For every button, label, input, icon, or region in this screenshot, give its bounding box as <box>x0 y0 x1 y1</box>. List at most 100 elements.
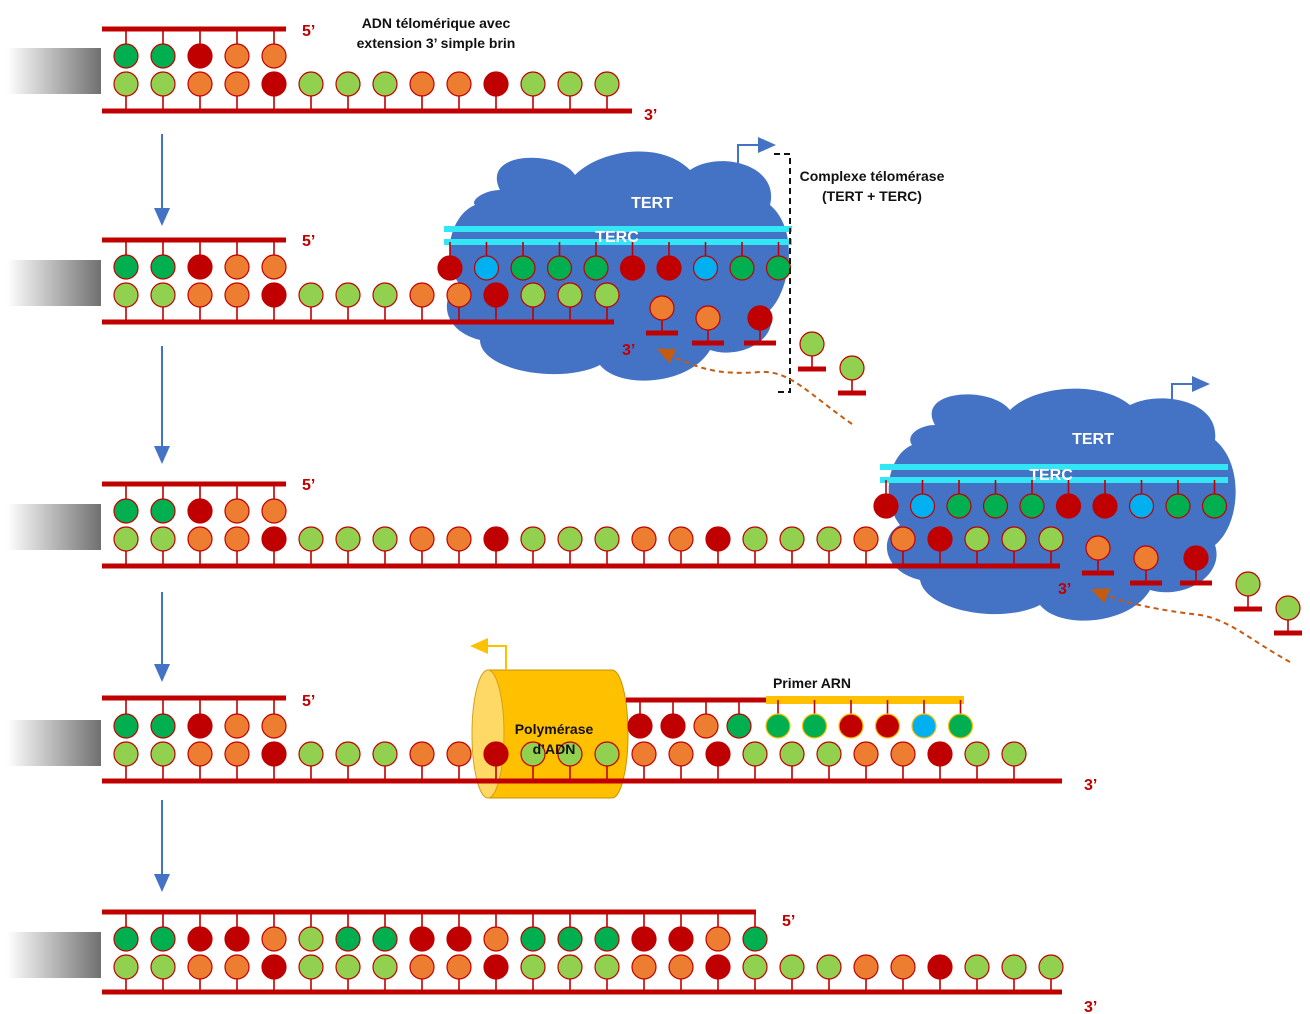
bottom-row-1-nucleotide <box>483 71 509 97</box>
top-row-5-nucleotide <box>261 926 287 952</box>
top-row-5-nucleotide <box>742 926 768 952</box>
free-base-3 <box>1274 630 1302 636</box>
bottom-row-3-nucleotide <box>927 526 953 552</box>
top-row-5-nucleotide <box>520 926 546 952</box>
terc-row-2-nucleotide <box>765 255 792 281</box>
chromosome-end-4 <box>7 720 101 766</box>
bottom-row-4-nucleotide <box>964 741 990 767</box>
primer-nucleotide <box>911 713 937 739</box>
top-strand-1 <box>102 26 286 32</box>
three-prime-5: 3’ <box>1084 999 1097 1014</box>
top-row-5-nucleotide <box>335 926 361 952</box>
primer-nucleotide <box>874 713 901 739</box>
bottom-row-1-nucleotide <box>224 71 250 97</box>
bottom-row-3-nucleotide <box>557 526 583 552</box>
bottom-row-5-nucleotide <box>742 954 768 980</box>
bottom-row-5-nucleotide <box>261 954 287 980</box>
three-prime-1: 3’ <box>644 107 657 124</box>
bottom-row-2-nucleotide <box>113 282 139 308</box>
incoming-nucleotide-3 <box>1085 535 1111 561</box>
dna-strands-layer <box>102 26 1302 995</box>
bottom-row-4-nucleotide <box>409 741 435 767</box>
bottom-row-3-nucleotide <box>779 526 805 552</box>
bottom-row-5-nucleotide <box>594 954 620 980</box>
incoming-nucleotide-2 <box>747 305 773 331</box>
tert-label-1: TERT <box>631 195 673 212</box>
terc-row-3-nucleotide <box>873 493 899 519</box>
top-strand-5 <box>102 909 756 915</box>
bottom-row-3-nucleotide <box>705 526 731 552</box>
bottom-row-3-nucleotide <box>372 526 398 552</box>
top-row-4-nucleotide <box>187 713 213 739</box>
top-row-4-nucleotide <box>150 713 176 739</box>
chromosome-end-3 <box>7 504 101 550</box>
bottom-row-4-nucleotide <box>335 741 361 767</box>
bottom-row-1-nucleotide <box>372 71 398 97</box>
five-prime-3: 5’ <box>302 477 315 494</box>
bottom-row-4-nucleotide <box>668 741 694 767</box>
top-row-5-nucleotide <box>150 926 176 952</box>
top-row-3-nucleotide <box>187 498 213 524</box>
top-row-5-nucleotide <box>705 926 731 952</box>
bottom-row-4-nucleotide <box>927 741 953 767</box>
top-row-5-nucleotide <box>409 926 435 952</box>
bottom-row-1-nucleotide <box>298 71 324 97</box>
top-row-5-nucleotide <box>187 926 213 952</box>
top-row-1-nucleotide <box>261 43 287 69</box>
bottom-row-4-nucleotide <box>446 741 472 767</box>
bottom-strand-2 <box>102 319 614 325</box>
incoming-base-2 <box>744 340 776 346</box>
top-row-5-nucleotide <box>557 926 583 952</box>
primer-nucleotide <box>765 713 791 739</box>
three-prime-3: 3’ <box>1058 581 1071 598</box>
top-row-4-nucleotide <box>113 713 139 739</box>
bottom-row-3-nucleotide <box>816 526 842 552</box>
top-row-5-nucleotide <box>113 926 139 952</box>
bottom-row-3-nucleotide <box>224 526 250 552</box>
terc-row-3-nucleotide <box>946 493 972 519</box>
five-prime-1: 5’ <box>302 23 315 40</box>
incoming-nucleotide-2 <box>695 305 721 331</box>
bottom-row-1-nucleotide <box>150 71 176 97</box>
primer-nucleotide <box>947 713 974 739</box>
bottom-strand-3 <box>102 563 1060 569</box>
terc-bar-3b <box>880 477 1228 483</box>
bottom-row-5-nucleotide <box>409 954 435 980</box>
new-top-row-4-nucleotide <box>726 713 752 739</box>
bottom-row-3-nucleotide <box>446 526 472 552</box>
primer-nucleotide <box>801 713 828 739</box>
bottom-row-5-nucleotide <box>113 954 139 980</box>
polymerase-direction-arrow <box>470 638 507 670</box>
terc-row-3-nucleotide <box>982 493 1009 519</box>
bottom-row-5-nucleotide <box>631 954 657 980</box>
bottom-row-4-nucleotide <box>483 741 509 767</box>
terc-row-3-nucleotide <box>1165 493 1191 519</box>
bottom-row-3-nucleotide <box>631 526 657 552</box>
top-strand-2 <box>102 237 286 243</box>
bottom-row-3-nucleotide <box>964 526 990 552</box>
incoming-base-2 <box>692 340 724 346</box>
terc-row-2-nucleotide <box>583 255 609 281</box>
free-nucleotide-3 <box>1235 571 1261 597</box>
bottom-row-5-nucleotide <box>187 954 213 980</box>
bottom-row-5-nucleotide <box>446 954 472 980</box>
top-row-3-nucleotide <box>261 498 287 524</box>
chromosome-blocks <box>7 48 101 978</box>
bottom-row-5-nucleotide <box>557 954 583 980</box>
bottom-strand-1 <box>102 108 632 114</box>
incoming-base-2 <box>646 330 678 336</box>
bottom-row-3-nucleotide <box>409 526 435 552</box>
bottom-row-2-nucleotide <box>261 282 287 308</box>
bottom-row-3-nucleotide <box>742 526 768 552</box>
bottom-row-3-nucleotide <box>853 526 879 552</box>
top-row-1-nucleotide <box>224 43 250 69</box>
complex-label-line-2: (TERT + TERC) <box>822 188 922 204</box>
incoming-nucleotide-3 <box>1133 545 1159 571</box>
bottom-row-4-nucleotide <box>261 741 287 767</box>
title-line-1: ADN télomérique avec <box>362 15 511 31</box>
chromosome-end-5 <box>7 932 101 978</box>
bottom-row-2-nucleotide <box>224 282 250 308</box>
chromosome-end-2 <box>7 260 101 306</box>
bottom-row-3-nucleotide <box>594 526 620 552</box>
